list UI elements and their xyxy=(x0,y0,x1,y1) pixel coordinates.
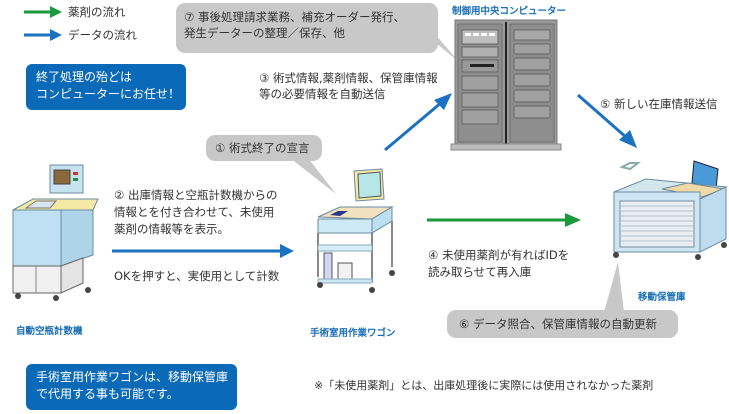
data-flow-arrow-step-2 xyxy=(112,244,294,258)
speech-bubble-step-6: ⑥ データ照合、保管庫情報の自動更新 xyxy=(447,310,678,338)
bubble-tail-step-7 xyxy=(425,34,459,62)
step-2-line: ② 出庫情報と空瓶計数機からの xyxy=(114,188,278,202)
legend-drug-flow-label: 薬剤の流れ xyxy=(68,5,126,19)
step-5-text: ⑤ 新しい在庫情報送信 xyxy=(600,97,718,111)
step-4-line: 読み取らせて再入庫 xyxy=(428,265,532,279)
step-2-line: 情報とを付き合わせて、未使用 xyxy=(114,205,275,219)
step-2b-text: OKを押すと、実使用として計数 xyxy=(114,269,280,283)
step-3-line: ③ 術式情報,薬剤情報、保管庫情報 xyxy=(259,71,438,85)
legend-data-flow-label: データの流れ xyxy=(68,28,137,42)
central-computer-illustration xyxy=(450,19,562,151)
step-2-line: 薬剤の情報等を表示。 xyxy=(114,222,229,236)
data-flow-arrow-step-5 xyxy=(577,93,637,148)
step-7-line: ⑦ 事後処理請求業務、補充オーダー発行、 xyxy=(184,10,405,24)
bubble-tail-step-1 xyxy=(290,158,336,194)
data-flow-arrow-step-3 xyxy=(384,93,452,152)
blue-arrow-icon xyxy=(24,29,62,41)
step-3-line: 等の必要情報を自動送信 xyxy=(259,87,386,101)
step-7-line: 発生データーの整理／保存、他 xyxy=(184,26,345,40)
note-line: で代用する事も可能です。 xyxy=(36,387,179,401)
server-label: 制御用中央コンピューター xyxy=(452,6,567,17)
step-6-text: ⑥ データ照合、保管庫情報の自動更新 xyxy=(459,317,657,331)
drug-flow-arrow-step-4 xyxy=(427,213,581,227)
step-4-text: ④ 未使用薬剤が有ればIDを 読み取らせて再入庫 xyxy=(428,247,569,281)
note-line: 終了処理の殆どは xyxy=(36,70,133,84)
bubble-tail-step-6 xyxy=(604,262,624,312)
step-3-text: ③ 術式情報,薬剤情報、保管庫情報 等の必要情報を自動送信 xyxy=(259,70,438,102)
counter-label: 自動空瓶計数機 xyxy=(16,326,83,337)
footnote: ※「未使用薬剤」とは、出庫処理後に実際には使用されなかった薬剤 xyxy=(314,379,654,392)
step-2-text: ② 出庫情報と空瓶計数機からの 情報とを付き合わせて、未使用 薬剤の情報等を表示… xyxy=(114,187,277,238)
speech-bubble-step-1: ① 術式終了の宣言 xyxy=(206,135,322,161)
speech-bubble-step-7: ⑦ 事後処理請求業務、補充オーダー発行、 発生データーの整理／保存、他 xyxy=(176,3,438,53)
storage-label: 移動保管庫 xyxy=(638,292,686,303)
legend: 薬剤の流れ データの流れ xyxy=(20,2,180,46)
note-box-wagon-substitute: 手術室用作業ワゴンは、移動保管庫 で代用する事も可能です。 xyxy=(26,364,237,410)
note-line: 手術室用作業ワゴンは、移動保管庫 xyxy=(36,370,229,384)
empty-bottle-counter-illustration xyxy=(12,164,99,301)
wagon-label: 手術室用作業ワゴン xyxy=(310,328,396,339)
mobile-storage-illustration xyxy=(613,160,728,260)
note-line: コンピューターにお任せ！ xyxy=(36,87,181,101)
work-wagon-illustration xyxy=(317,168,395,293)
green-arrow-icon xyxy=(24,6,62,18)
step-4-line: ④ 未使用薬剤が有ればIDを xyxy=(428,248,570,262)
step-1-text: ① 術式終了の宣言 xyxy=(215,141,310,155)
note-box-auto-processing: 終了処理の殆どは コンピューターにお任せ！ xyxy=(26,64,186,110)
